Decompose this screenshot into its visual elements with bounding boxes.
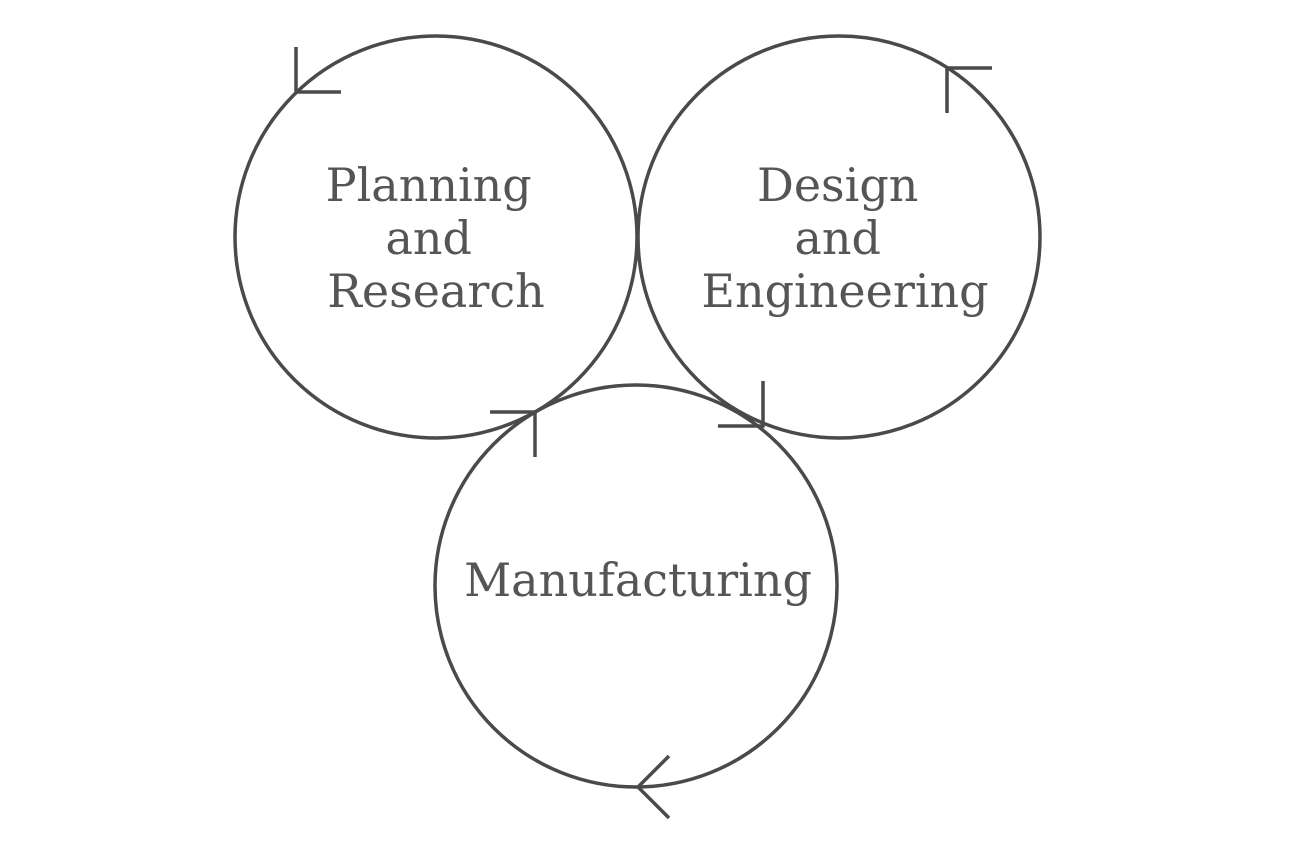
manufacturing-label: Manufacturing [464, 553, 812, 607]
planning-research-label: Planning and Research [326, 158, 547, 318]
planning-research-arrowhead-icon [294, 47, 341, 94]
transition-arrowhead-icon-right [718, 381, 765, 428]
design-engineering-arrowhead-icon [945, 66, 992, 113]
design-engineering-label-line-3: Engineering [701, 264, 988, 318]
design-engineering-label-line-1: Design [757, 158, 919, 212]
planning-research-label-line-2: and [385, 211, 472, 265]
design-engineering-label: Design and Engineering [701, 158, 988, 318]
design-engineering-circle [636, 34, 1042, 440]
stage-planning-research: Planning and Research [233, 34, 639, 440]
stage-manufacturing: Manufacturing [433, 383, 839, 789]
transition-arrowhead-icon-left [490, 410, 537, 457]
design-engineering-label-line-2: and [794, 211, 881, 265]
manufacturing-bottom-arrowhead-icon [635, 754, 671, 820]
manufacturing-label-line-1: Manufacturing [464, 553, 812, 607]
stage-design-engineering: Design and Engineering [636, 34, 1042, 440]
planning-research-label-line-3: Research [327, 264, 545, 318]
planning-research-label-line-1: Planning [326, 158, 532, 212]
